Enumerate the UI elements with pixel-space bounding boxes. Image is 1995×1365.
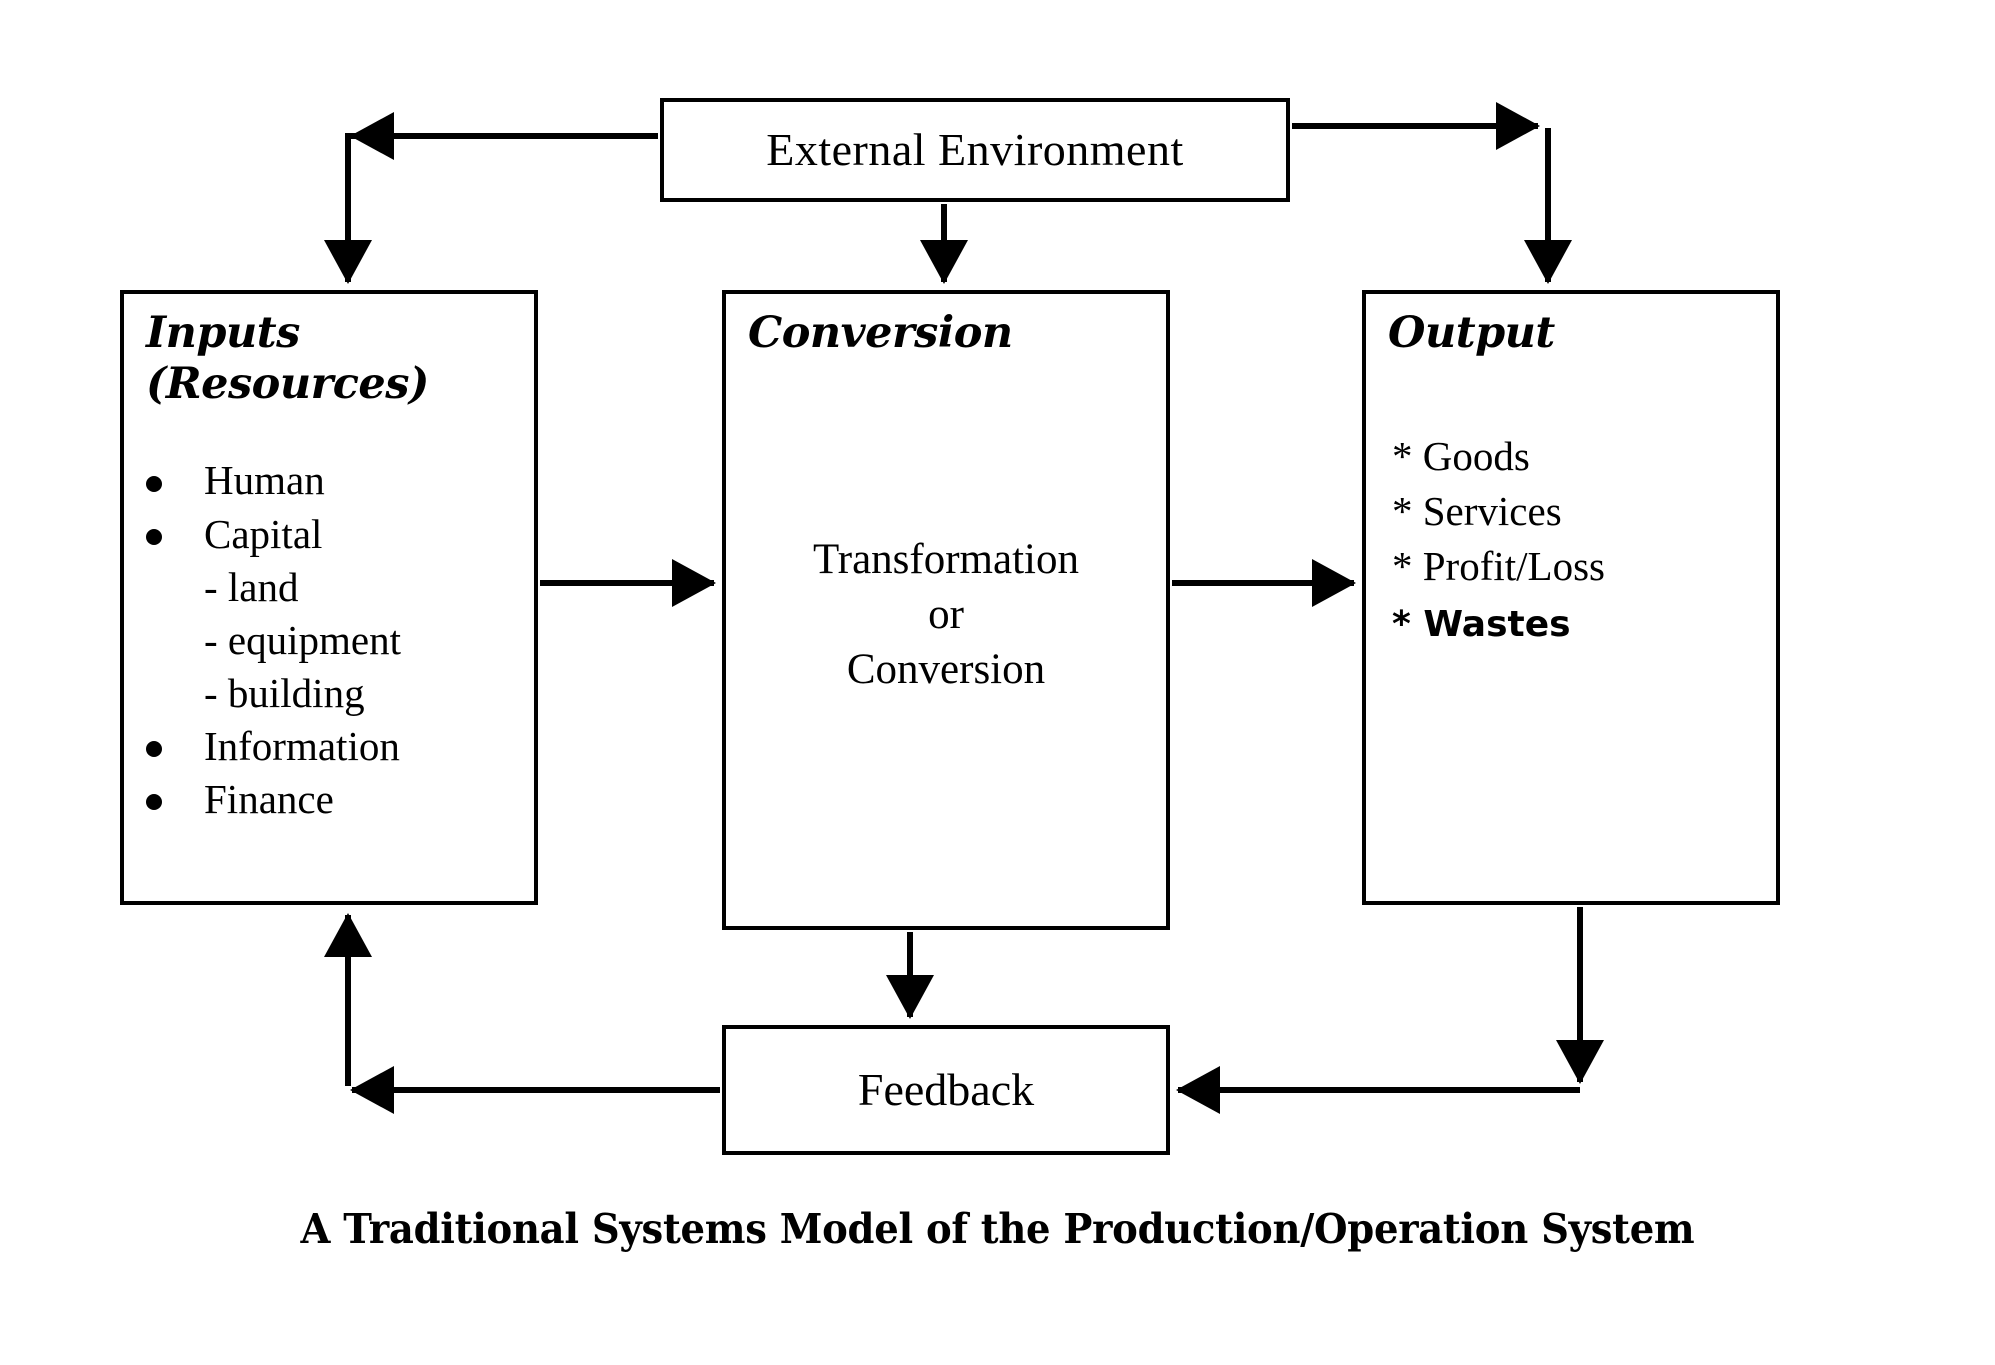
diagram-caption: A Traditional Systems Model of the Produ… bbox=[300, 1205, 1695, 1253]
conversion-heading: Conversion bbox=[748, 308, 1013, 358]
external-environment-title: External Environment bbox=[766, 124, 1184, 175]
output-list: * Goods * Services * Profit/Loss * Waste… bbox=[1366, 433, 1776, 653]
inputs-item-information: Information bbox=[204, 723, 400, 770]
bullet-icon bbox=[146, 528, 162, 545]
inputs-item-equipment: - equipment bbox=[204, 616, 401, 663]
box-conversion: Conversion Transformation or Conversion bbox=[722, 290, 1170, 930]
list-item: - equipment bbox=[124, 617, 534, 670]
conversion-body: Transformation or Conversion bbox=[726, 532, 1166, 697]
inputs-item-land: - land bbox=[204, 563, 299, 610]
list-item: * Goods bbox=[1392, 432, 1530, 479]
box-output: Output * Goods * Services * Profit/Loss … bbox=[1362, 290, 1780, 905]
box-external-environment: External Environment bbox=[660, 98, 1290, 202]
inputs-heading-line1: Inputs bbox=[146, 308, 300, 358]
output-heading: Output bbox=[1388, 308, 1555, 358]
list-item: Information bbox=[124, 723, 534, 776]
list-item: - building bbox=[124, 670, 534, 723]
box-inputs: Inputs (Resources) Human Capital - land … bbox=[120, 290, 538, 905]
connector-output-to-feedback bbox=[1176, 907, 1604, 1114]
feedback-title: Feedback bbox=[857, 1064, 1035, 1115]
inputs-heading-line2: (Resources) bbox=[146, 358, 429, 409]
bullet-icon bbox=[146, 741, 162, 758]
connector-external-to-output bbox=[1292, 102, 1572, 284]
inputs-item-human: Human bbox=[204, 457, 325, 504]
bullet-icon bbox=[146, 475, 162, 492]
conversion-body-line2: or bbox=[928, 591, 964, 639]
conversion-body-line1: Transformation bbox=[813, 536, 1079, 583]
inputs-item-capital: Capital bbox=[204, 510, 323, 557]
list-item: * Wastes bbox=[1392, 603, 1571, 645]
list-item: Capital bbox=[124, 511, 534, 564]
connector-feedback-to-inputs bbox=[324, 913, 720, 1114]
list-item: * Services bbox=[1392, 487, 1562, 534]
connector-external-to-inputs bbox=[324, 112, 658, 284]
inputs-item-building: - building bbox=[204, 670, 365, 717]
list-item: Finance bbox=[124, 776, 534, 829]
box-feedback: Feedback bbox=[722, 1025, 1170, 1155]
bullet-icon bbox=[146, 794, 162, 811]
inputs-list: Human Capital - land - equipment - build… bbox=[124, 457, 534, 829]
conversion-body-line3: Conversion bbox=[846, 646, 1046, 694]
list-item: - land bbox=[124, 564, 534, 617]
list-item: * Profit/Loss bbox=[1392, 542, 1605, 589]
list-item: Human bbox=[124, 457, 534, 510]
inputs-item-finance: Finance bbox=[204, 776, 334, 823]
